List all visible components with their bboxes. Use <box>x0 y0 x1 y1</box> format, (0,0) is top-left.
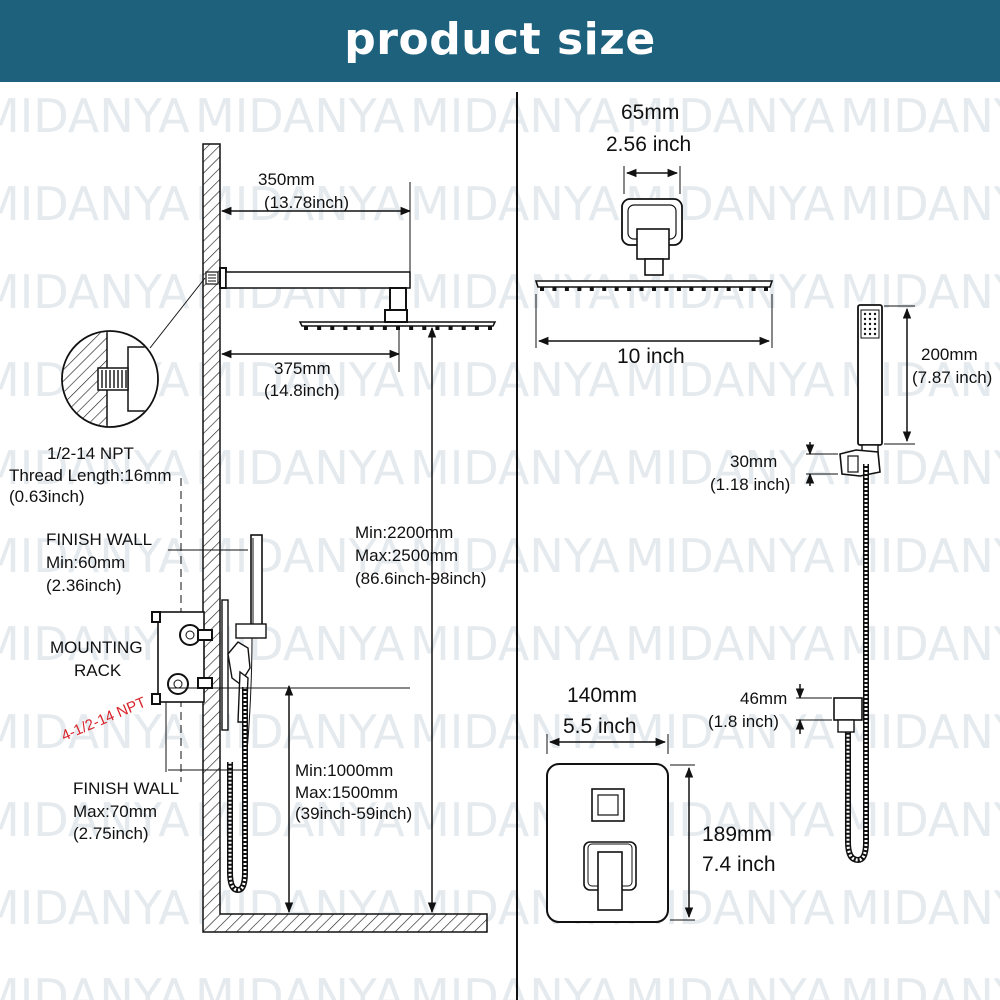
watermark-text: MIDANYA <box>840 969 1000 1000</box>
trim-height-inch: 7.4 inch <box>702 853 776 876</box>
watermark-text: MIDANYA <box>0 177 190 231</box>
shower-holder <box>839 449 881 477</box>
valve-height-min: Min:1000mm <box>295 761 393 780</box>
watermark-text: MIDANYA <box>625 353 835 407</box>
finish-wall-min-value: Min:60mm <box>46 553 125 572</box>
wall-elbow <box>833 697 863 733</box>
watermark-text: MIDANYA <box>625 89 835 143</box>
mounting-rack-line2: RACK <box>74 661 122 680</box>
watermark-text: MIDANYA <box>410 529 620 583</box>
watermark-text: MIDANYA <box>0 441 190 495</box>
watermark-text: MIDANYA <box>195 969 405 1000</box>
header-banner: product size <box>0 0 1000 82</box>
rain-head-front <box>534 280 774 288</box>
page-title: product size <box>344 14 656 65</box>
watermark-text: MIDANYA <box>625 441 835 495</box>
finish-wall-min-inch: (2.36inch) <box>46 576 122 595</box>
watermark-text: MIDANYA <box>625 617 835 671</box>
head-height-min: Min:2200mm <box>355 523 453 542</box>
trim-height-mm: 189mm <box>702 823 772 846</box>
watermark-text: MIDANYA <box>410 177 620 231</box>
watermark-text: MIDANYA <box>195 353 405 407</box>
watermark-text: MIDANYA <box>195 89 405 143</box>
thread-length: Thread Length:16mm <box>9 466 172 485</box>
arm-ball-joint <box>389 287 407 311</box>
watermark-text: MIDANYA <box>0 793 190 847</box>
trim-plate-front <box>546 763 669 923</box>
hose-left <box>227 687 248 894</box>
watermark-text: MIDANYA <box>0 265 190 319</box>
valve-height-max: Max:1500mm <box>295 783 398 802</box>
watermark-text: MIDANYA <box>410 265 620 319</box>
thread-length-inch: (0.63inch) <box>9 487 85 506</box>
watermark-text: MIDANYA <box>840 89 1000 143</box>
watermark-text: MIDANYA <box>0 705 190 759</box>
arm-flange-front <box>621 198 683 276</box>
finish-wall-max-title: FINISH WALL <box>73 779 179 798</box>
watermark-text: MIDANYA <box>195 177 405 231</box>
elbow-inch: (1.8 inch) <box>708 712 779 731</box>
mounting-rack-line1: MOUNTING <box>50 638 143 657</box>
hose-right <box>845 464 869 864</box>
watermark-text: MIDANYA <box>0 969 190 1000</box>
arm-length-inch: (13.78inch) <box>264 193 349 212</box>
watermark-text: MIDANYA <box>0 529 190 583</box>
flange-mm: 65mm <box>621 101 679 124</box>
right-component-views: 65mm 2.56 inch 10 inch <box>534 101 992 923</box>
watermark-text: MIDANYA <box>195 705 405 759</box>
holder-mm: 30mm <box>730 452 777 471</box>
dimension-diagram: MIDANYAMIDANYAMIDANYAMIDANYAMIDANYAMIDAN… <box>0 89 1000 1000</box>
finish-wall-min-title: FINISH WALL <box>46 530 152 549</box>
head-height-max: Max:2500mm <box>355 546 458 565</box>
mixing-valve-body <box>151 611 213 772</box>
elbow-mm: 46mm <box>740 689 787 708</box>
watermark-text: MIDANYA <box>625 969 835 1000</box>
watermark-text: MIDANYA <box>840 881 1000 935</box>
watermark-text: MIDANYA <box>195 441 405 495</box>
watermark-text: MIDANYA <box>410 353 620 407</box>
flange-inch: 2.56 inch <box>606 133 691 156</box>
arm-length-mm: 350mm <box>258 170 315 189</box>
head-offset-mm: 375mm <box>274 359 331 378</box>
watermark-text: MIDANYA <box>410 617 620 671</box>
thread-detail-callout <box>61 277 206 428</box>
trim-width-mm: 140mm <box>567 684 637 707</box>
thread-spec: 1/2-14 NPT <box>47 444 134 463</box>
watermark-text: MIDANYA <box>625 529 835 583</box>
finish-wall-max-value: Max:70mm <box>73 802 157 821</box>
valve-height-inch: (39inch-59inch) <box>295 804 412 823</box>
arm-flange <box>219 267 227 289</box>
watermark-text: MIDANYA <box>0 881 190 935</box>
finish-wall-max-inch: (2.75inch) <box>73 824 149 843</box>
head-width: 10 inch <box>617 345 685 368</box>
head-offset-inch: (14.8inch) <box>264 381 340 400</box>
watermark-text: MIDANYA <box>195 529 405 583</box>
trim-width-inch: 5.5 inch <box>563 715 637 738</box>
left-installation-view: 350mm (13.78inch) 375mm (14.8inch) Min:2… <box>9 143 497 933</box>
watermark-text: MIDANYA <box>410 89 620 143</box>
handshower-mm: 200mm <box>921 345 978 364</box>
watermark-text: MIDANYA <box>0 89 190 143</box>
watermark-text: MIDANYA <box>410 969 620 1000</box>
shower-arm <box>225 271 411 289</box>
watermark-text: MIDANYA <box>410 705 620 759</box>
handshower-inch: (7.87 inch) <box>912 368 992 387</box>
watermark-text: MIDANYA <box>840 177 1000 231</box>
holder-inch: (1.18 inch) <box>710 475 790 494</box>
head-height-inch: (86.6inch-98inch) <box>355 569 486 588</box>
rain-head-side <box>298 321 497 327</box>
wall-section <box>202 143 488 933</box>
watermark-text: MIDANYA <box>410 441 620 495</box>
hand-shower-front <box>857 304 883 464</box>
